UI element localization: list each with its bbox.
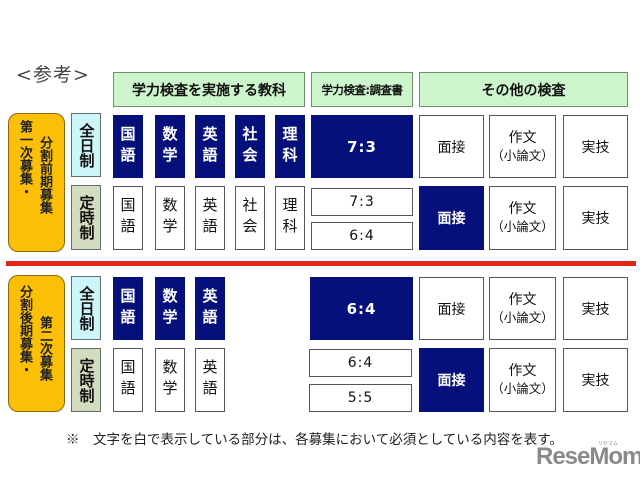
section-divider bbox=[6, 261, 636, 266]
subject-cell: 社会 bbox=[235, 186, 265, 250]
practical-cell: 実技 bbox=[563, 115, 628, 178]
header-other-exams: その他の検査 bbox=[419, 72, 628, 107]
interview-cell: 面接 bbox=[419, 277, 484, 340]
essay-sublabel: （小論文） bbox=[491, 147, 554, 163]
phase-label-second-right: 第二次募集 bbox=[37, 316, 52, 381]
subject-cell: 数学 bbox=[155, 186, 185, 250]
subject-label: 国語 bbox=[118, 287, 137, 330]
practical-cell: 実技 bbox=[563, 348, 628, 412]
subject-cell: 国語 bbox=[113, 115, 143, 178]
phase-label-first: 第一次募集・ 分割前期募集 bbox=[8, 113, 65, 252]
practical-cell: 実技 bbox=[563, 277, 628, 340]
course-fulltime: 全日制 bbox=[71, 113, 101, 177]
essay-cell: 作文 （小論文） bbox=[489, 348, 556, 412]
subject-label: 英語 bbox=[200, 287, 219, 330]
subject-label: 数学 bbox=[160, 197, 179, 239]
essay-label: 作文 bbox=[508, 291, 537, 308]
interview-cell: 面接 bbox=[419, 186, 484, 250]
subject-cell: 英語 bbox=[195, 277, 225, 340]
subject-cell: 理科 bbox=[275, 115, 305, 178]
reference-title: <参考> bbox=[16, 64, 90, 86]
essay-cell: 作文 （小論文） bbox=[489, 115, 556, 178]
header-subjects: 学力検査を実施する教科 bbox=[113, 72, 305, 107]
subject-label: 国語 bbox=[118, 197, 137, 239]
subject-label: 国語 bbox=[118, 125, 137, 168]
subject-cell: 国語 bbox=[113, 186, 143, 250]
ratio-cell: 5:5 bbox=[309, 384, 412, 412]
subject-label: 数学 bbox=[160, 287, 179, 330]
watermark-logo: ReseMom bbox=[536, 443, 640, 470]
subject-label: 国語 bbox=[118, 359, 137, 401]
subject-cell: 国語 bbox=[113, 277, 143, 340]
essay-sublabel: （小論文） bbox=[491, 381, 554, 396]
subject-label: 社会 bbox=[240, 125, 259, 168]
interview-cell: 面接 bbox=[419, 348, 484, 412]
subject-label: 社会 bbox=[240, 197, 259, 239]
essay-label: 作文 bbox=[508, 201, 537, 217]
essay-sublabel: （小論文） bbox=[491, 309, 554, 325]
subject-label: 理科 bbox=[280, 197, 299, 239]
watermark-ruby: リセマム bbox=[598, 441, 619, 447]
subject-label: 英語 bbox=[200, 359, 219, 401]
practical-cell: 実技 bbox=[563, 186, 628, 250]
ratio-cell: 6:4 bbox=[309, 349, 412, 377]
subject-label: 英語 bbox=[200, 197, 219, 239]
interview-cell: 面接 bbox=[419, 115, 484, 178]
subject-label: 数学 bbox=[160, 125, 179, 168]
ratio-cell: 7:3 bbox=[311, 115, 413, 178]
phase-label-first-left: 第一次募集・ bbox=[17, 120, 32, 198]
ratio-cell: 6:4 bbox=[310, 277, 413, 340]
course-parttime: 定時制 bbox=[71, 348, 101, 412]
subject-label: 理科 bbox=[280, 125, 299, 168]
essay-label: 作文 bbox=[508, 363, 537, 379]
course-parttime: 定時制 bbox=[71, 185, 101, 250]
phase-label-second: 分割後期募集・ 第二次募集 bbox=[8, 275, 65, 412]
subject-cell: 数学 bbox=[155, 348, 185, 412]
ratio-cell: 6:4 bbox=[311, 222, 413, 250]
essay-label: 作文 bbox=[508, 129, 537, 146]
essay-cell: 作文 （小論文） bbox=[489, 186, 556, 250]
essay-cell: 作文 （小論文） bbox=[489, 277, 556, 340]
subject-cell: 英語 bbox=[195, 115, 225, 178]
essay-sublabel: （小論文） bbox=[491, 219, 554, 234]
footnote: ※ 文字を白で表示している部分は、各募集において必須としている内容を表す。 bbox=[66, 432, 563, 448]
header-ratio: 学力検査:調査書 bbox=[311, 72, 413, 107]
subject-cell: 数学 bbox=[155, 115, 185, 178]
ratio-cell: 7:3 bbox=[311, 188, 413, 216]
subject-cell: 数学 bbox=[155, 277, 185, 340]
subject-cell: 英語 bbox=[195, 348, 225, 412]
subject-label: 英語 bbox=[200, 125, 219, 168]
subject-label: 数学 bbox=[160, 359, 179, 401]
subject-cell: 国語 bbox=[113, 348, 143, 412]
course-fulltime: 全日制 bbox=[71, 276, 101, 340]
subject-cell: 理科 bbox=[275, 186, 305, 250]
subject-cell: 英語 bbox=[195, 186, 225, 250]
phase-label-second-left: 分割後期募集・ bbox=[17, 285, 32, 376]
phase-label-first-right: 分割前期募集 bbox=[37, 136, 52, 214]
subject-cell: 社会 bbox=[235, 115, 265, 178]
